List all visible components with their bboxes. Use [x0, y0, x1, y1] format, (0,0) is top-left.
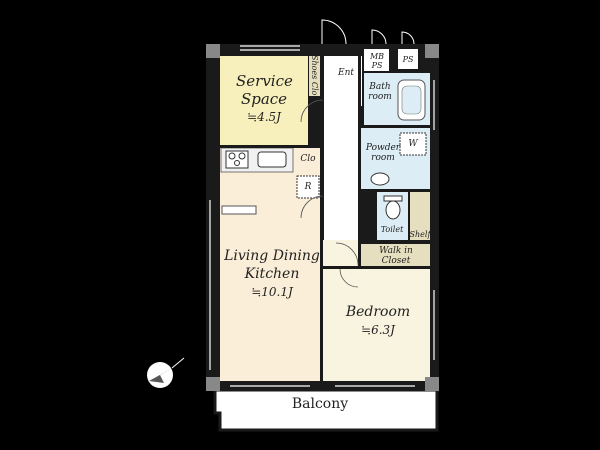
shelf-label: Shelf [409, 230, 431, 239]
walk-in-closet-floor [361, 244, 430, 267]
walk-in-closet-line-2: Closet [381, 256, 411, 266]
bath-label: Bath room [364, 82, 396, 102]
bedroom-name: Bedroom [345, 304, 411, 320]
service-space-floor [220, 56, 308, 147]
internal-walls [220, 56, 430, 381]
toilet-bowl [385, 200, 401, 220]
bathtub-inner [401, 85, 422, 115]
toilet-tank [383, 195, 403, 202]
toilet-label: Toilet [380, 225, 404, 234]
shoes-closet-label: Shoes Clo [310, 55, 319, 96]
bath-line-2: room [368, 92, 392, 102]
powder-line-1: Powder [365, 143, 401, 153]
kitchen-sink [257, 151, 287, 168]
mb-label: MB [369, 52, 385, 61]
ps-label-2: PS [402, 55, 414, 64]
powder-label: Powder room [364, 143, 402, 163]
ldk-label: Living Dining Kitchen ≒10.1J [222, 247, 322, 301]
hallway-floor [324, 100, 358, 240]
bath-line-1: Bath [369, 82, 391, 92]
bedroom-upper [323, 240, 359, 270]
ldk-name-1: Living Dining [224, 248, 320, 264]
washer-label: W [408, 139, 418, 149]
bedroom-floor [323, 269, 430, 381]
shelf-box [410, 192, 430, 242]
burner-2 [238, 152, 246, 160]
bedroom-area: ≒6.3J [361, 323, 395, 337]
entrance-label: Ent [338, 68, 354, 78]
ldk-area: ≒10.1J [251, 285, 293, 299]
columns [206, 44, 439, 391]
ps-box [398, 49, 418, 69]
service-space-area: ≒4.5J [247, 110, 281, 124]
ps-label-1: PS [371, 61, 383, 70]
shoes-closet-floor [309, 56, 323, 96]
walk-in-closet-label: Walk in Closet [366, 246, 426, 266]
service-space-name-1: Service [236, 72, 293, 90]
mb-ps-box [364, 49, 389, 71]
interior-doors [300, 99, 359, 288]
entrance-floor [324, 56, 362, 106]
powder-line-2: room [371, 153, 395, 163]
walk-in-closet-line-1: Walk in [379, 246, 413, 256]
sink [370, 172, 390, 186]
service-space-name-2: Space [240, 90, 288, 108]
dining-counter [221, 205, 257, 215]
washer-box [399, 132, 427, 156]
stove [225, 150, 249, 169]
kitchen-closet-label: Clo [300, 154, 316, 164]
refrigerator-box [296, 175, 320, 199]
ldk-name-2: Kitchen [244, 266, 300, 282]
compass-icon [147, 357, 185, 388]
entrance-door [321, 19, 415, 45]
burner-1 [228, 152, 236, 160]
balcony-label: Balcony [291, 396, 349, 412]
burner-3 [234, 160, 240, 166]
bedroom-label: Bedroom ≒6.3J [338, 303, 418, 339]
windows [209, 45, 435, 387]
refrigerator-label: R [304, 182, 312, 192]
service-space-label: Service Space ≒4.5J [236, 72, 293, 126]
mb-ps-label: MB PS [366, 52, 388, 70]
